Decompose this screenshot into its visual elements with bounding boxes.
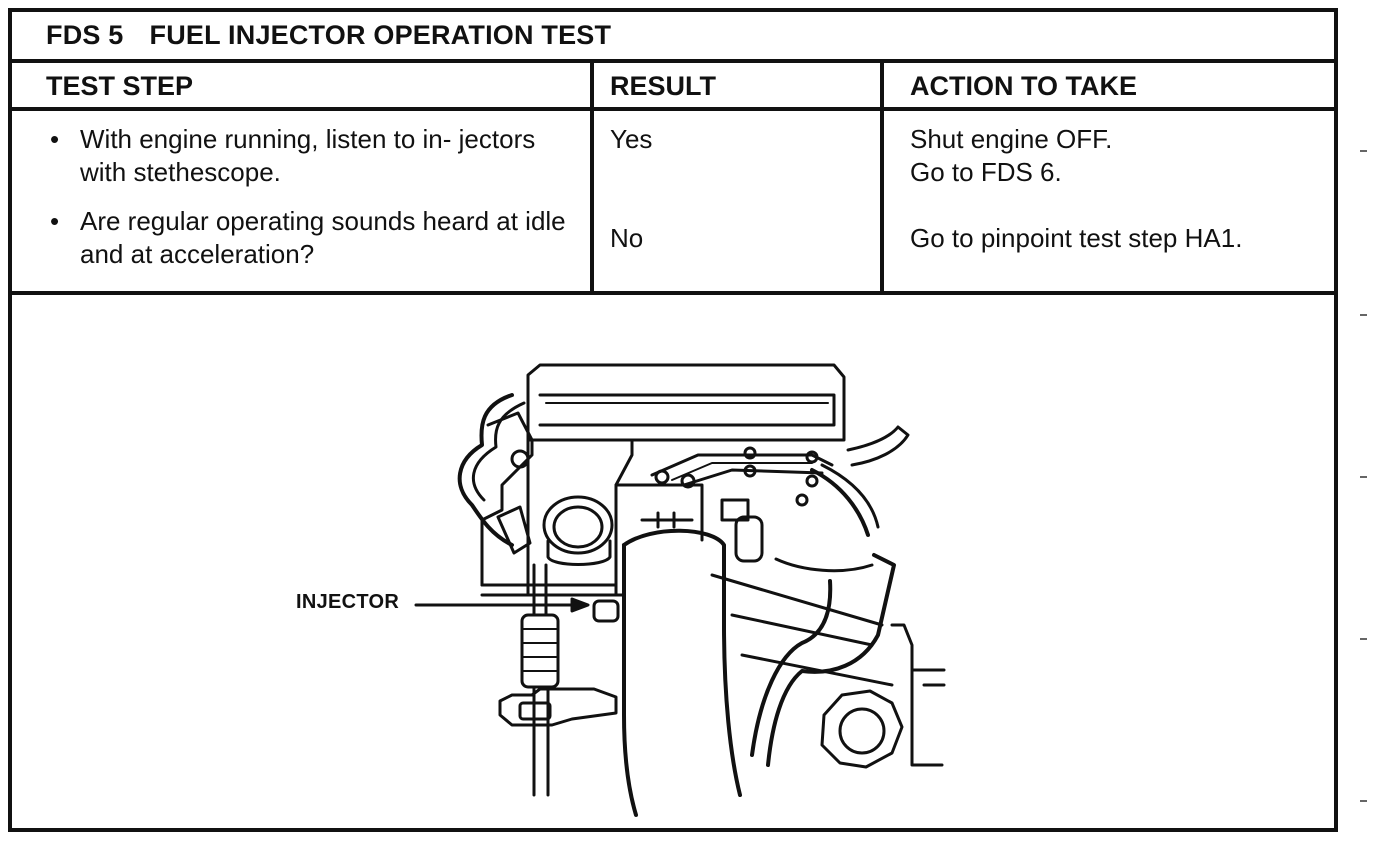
bullet-dot: •: [50, 206, 60, 236]
action-line: Go to FDS 6.: [910, 157, 1062, 187]
margin-tick: [1360, 800, 1367, 802]
margin-tick: [1360, 638, 1367, 640]
test-step-text: Are regular operating sounds heard at id…: [80, 206, 566, 269]
title-row: FDS 5 FUEL INJECTOR OPERATION TEST: [12, 12, 1334, 63]
action-yes: Shut engine OFF. Go to FDS 6.: [910, 123, 1330, 189]
test-step-text: With engine running, listen to in- jecto…: [80, 124, 536, 187]
margin-tick: [1360, 476, 1367, 478]
result-cell: Yes No: [590, 111, 880, 291]
bullet-dot: •: [50, 124, 60, 154]
result-yes: Yes: [610, 124, 653, 154]
test-step-item: • With engine running, listen to in- jec…: [46, 123, 576, 189]
action-line: Shut engine OFF.: [910, 124, 1113, 154]
procedure-title: FUEL INJECTOR OPERATION TEST: [149, 20, 612, 50]
engine-illustration-panel: INJECTOR: [12, 295, 1334, 828]
test-step-item: • Are regular operating sounds heard at …: [46, 205, 576, 271]
margin-tick: [1360, 314, 1367, 316]
column-header-row: TEST STEP RESULT ACTION TO TAKE: [12, 63, 1334, 111]
action-cell: Shut engine OFF. Go to FDS 6. Go to pinp…: [880, 111, 1334, 291]
engine-illustration: [414, 363, 946, 817]
action-no: Go to pinpoint test step HA1.: [910, 223, 1243, 253]
injector-callout-label: INJECTOR: [296, 591, 400, 613]
header-result: RESULT: [590, 63, 880, 107]
result-no: No: [610, 223, 644, 253]
header-action: ACTION TO TAKE: [880, 63, 1334, 107]
margin-tick: [1360, 150, 1367, 152]
procedure-code: FDS 5: [46, 20, 124, 50]
test-body-row: • With engine running, listen to in- jec…: [12, 111, 1334, 295]
procedure-sheet: FDS 5 FUEL INJECTOR OPERATION TEST TEST S…: [8, 8, 1338, 832]
test-step-cell: • With engine running, listen to in- jec…: [12, 111, 590, 291]
header-test-step: TEST STEP: [46, 71, 194, 101]
